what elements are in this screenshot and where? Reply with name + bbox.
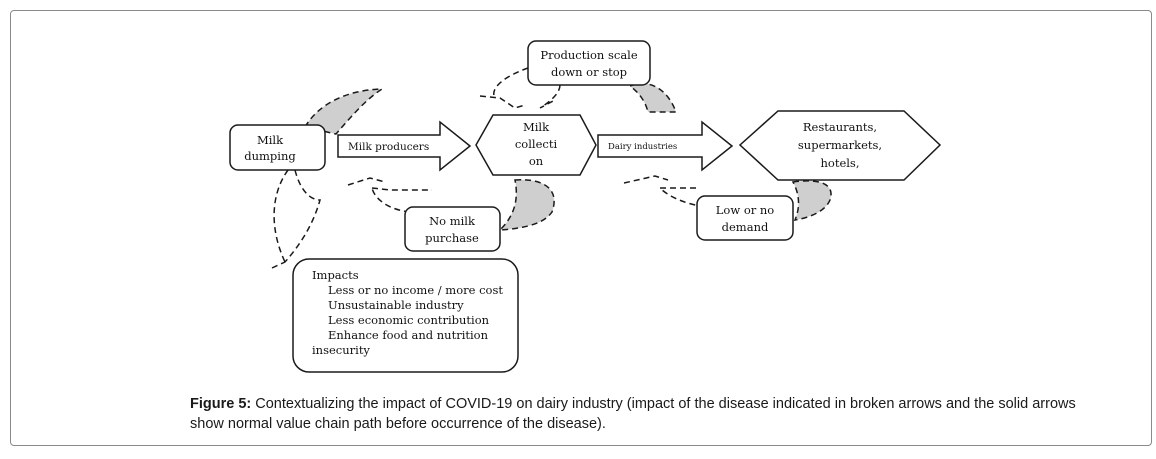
milk-collection-line-3: on	[529, 154, 544, 168]
impacts-title: Impacts	[312, 268, 359, 282]
impacts-item: Less or no income / more cost	[328, 283, 503, 297]
impacts-box	[292, 258, 519, 373]
production-scale-line-2: down or stop	[551, 65, 627, 79]
milk-dumping-line-2: dumping	[244, 149, 296, 163]
impacts-item: insecurity	[312, 343, 370, 357]
no-milk-purchase-box	[404, 206, 501, 252]
restaurants-hexagon	[738, 110, 942, 181]
restaurants-line-2: supermarkets,	[798, 138, 882, 152]
low-demand-line-2: demand	[722, 220, 769, 234]
caption-label: Figure 5:	[190, 396, 252, 412]
figure-caption: Figure 5: Contextualizing the impact of …	[190, 394, 1090, 434]
figure-frame	[10, 10, 1152, 446]
no-milk-purchase-line-1: No milk	[429, 214, 476, 228]
production-scale-line-1: Production scale	[540, 48, 638, 62]
milk-dumping-box	[229, 124, 326, 171]
impacts-item: Unsustainable industry	[328, 298, 464, 312]
restaurants-line-1: Restaurants,	[803, 120, 877, 134]
milk-dumping-line-1: Milk	[257, 133, 284, 147]
impacts-item: Less economic contribution	[328, 313, 490, 327]
restaurants-line-3: hotels,	[821, 156, 860, 170]
broken-arrow-dumping-loop	[271, 88, 385, 269]
dairy-industries-arrow	[597, 120, 734, 172]
production-scale-box	[527, 40, 651, 86]
milk-collection-line-1: Milk	[523, 120, 550, 134]
no-milk-purchase-line-2: purchase	[425, 231, 479, 245]
milk-collection-line-2: collecti	[515, 137, 558, 151]
milk-producers-arrow	[337, 120, 472, 172]
broken-arrow-production-loop	[479, 67, 678, 113]
dairy-industries-label: Dairy industries	[608, 142, 677, 152]
milk-producers-label: Milk producers	[348, 141, 429, 153]
impacts-item: Enhance food and nutrition	[328, 328, 489, 342]
caption-text: Contextualizing the impact of COVID-19 o…	[190, 396, 1076, 432]
milk-collection-hexagon	[475, 114, 597, 176]
low-demand-line-1: Low or no	[716, 203, 775, 217]
low-demand-box	[696, 195, 794, 241]
